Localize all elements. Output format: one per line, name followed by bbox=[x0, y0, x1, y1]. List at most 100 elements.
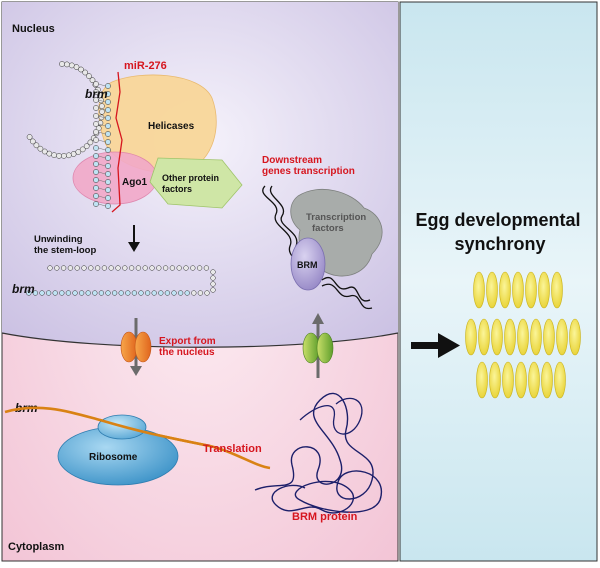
mirna-strand bbox=[111, 71, 123, 213]
rna-base bbox=[105, 115, 111, 121]
rna-base bbox=[92, 290, 98, 296]
other-factors-blob bbox=[149, 157, 243, 209]
rna-base bbox=[203, 265, 210, 271]
egg bbox=[512, 271, 524, 309]
rna-base bbox=[67, 265, 74, 271]
rna-base bbox=[93, 145, 99, 151]
egg bbox=[473, 271, 485, 309]
rna-base bbox=[93, 121, 99, 127]
base-pair bbox=[98, 179, 106, 183]
rna-base bbox=[93, 177, 99, 183]
rna-base bbox=[196, 265, 203, 271]
rna-base bbox=[151, 290, 157, 296]
rna-base bbox=[93, 161, 99, 167]
rna-base bbox=[156, 265, 162, 271]
rna-base bbox=[41, 148, 48, 155]
rna-base bbox=[99, 108, 105, 115]
rna-base bbox=[128, 265, 135, 271]
tf-label-1: Transcription bbox=[306, 212, 366, 223]
egg bbox=[569, 318, 581, 356]
mir-276-label: miR-276 bbox=[124, 60, 167, 72]
rna-base bbox=[93, 193, 99, 199]
rna-base bbox=[75, 149, 82, 155]
rna-base bbox=[64, 61, 70, 68]
outcome-title-line2: synchrony bbox=[454, 234, 545, 254]
rna-base bbox=[93, 153, 99, 159]
brm-linear-label: brm bbox=[12, 282, 35, 296]
brm-hairpin-label: brm bbox=[85, 87, 108, 101]
egg bbox=[554, 361, 566, 399]
rna-base bbox=[210, 269, 216, 275]
rna-base bbox=[88, 265, 94, 271]
rna-base bbox=[99, 103, 105, 109]
rna-base bbox=[105, 203, 111, 209]
helicases-label: Helicases bbox=[148, 121, 195, 132]
rna-base bbox=[65, 152, 72, 159]
rna-base bbox=[93, 129, 99, 135]
rna-base bbox=[169, 265, 176, 271]
unwinding-arrowhead bbox=[128, 242, 140, 252]
outcome-title-line1: Egg developmental bbox=[415, 210, 580, 230]
rna-base bbox=[93, 201, 99, 207]
rna-base bbox=[210, 287, 216, 293]
rna-base bbox=[105, 179, 111, 185]
egg bbox=[528, 361, 540, 399]
rna-base bbox=[162, 265, 169, 271]
rna-base bbox=[164, 290, 171, 296]
rna-base bbox=[142, 265, 148, 271]
cytoplasm-label: Cytoplasm bbox=[8, 541, 64, 553]
rna-base bbox=[51, 152, 57, 158]
rna-base bbox=[101, 265, 108, 271]
rna-base bbox=[105, 171, 111, 177]
tf-label-2: factors bbox=[312, 223, 344, 234]
rna-base bbox=[33, 142, 40, 149]
base-pair bbox=[98, 187, 106, 191]
rna-base bbox=[82, 69, 89, 76]
rna-base bbox=[105, 147, 111, 153]
rna-base bbox=[183, 265, 189, 271]
rna-base bbox=[72, 290, 78, 296]
rna-base bbox=[86, 73, 92, 79]
translation-label: Translation bbox=[203, 443, 262, 455]
rna-base bbox=[105, 187, 111, 193]
egg bbox=[491, 318, 503, 356]
brm-linear-rna bbox=[26, 265, 216, 296]
rna-base bbox=[89, 77, 96, 84]
egg bbox=[465, 318, 477, 356]
rna-base bbox=[45, 290, 52, 296]
rna-base bbox=[210, 281, 216, 287]
rna-base bbox=[122, 265, 128, 271]
egg bbox=[489, 361, 501, 399]
rna-base bbox=[93, 113, 99, 119]
rna-base bbox=[177, 290, 184, 296]
rna-base bbox=[59, 61, 65, 67]
egg bbox=[538, 271, 550, 309]
rna-base bbox=[37, 145, 44, 152]
import-pore bbox=[302, 313, 334, 378]
nuclear-envelope bbox=[1, 332, 399, 348]
rna-base bbox=[59, 290, 65, 296]
brm-nuclear-label: BRM bbox=[297, 260, 318, 270]
rna-base bbox=[79, 146, 86, 153]
base-pair bbox=[98, 147, 106, 151]
rna-base bbox=[70, 151, 77, 157]
egg bbox=[499, 271, 511, 309]
base-pair bbox=[98, 171, 106, 175]
mrna-over-ribosome bbox=[99, 418, 211, 448]
rna-base bbox=[115, 265, 121, 271]
rna-base bbox=[78, 66, 84, 73]
brm-stem-loop bbox=[26, 61, 123, 213]
rna-base bbox=[81, 265, 87, 271]
rna-base bbox=[197, 290, 204, 296]
egg bbox=[486, 271, 498, 309]
rna-base bbox=[60, 265, 67, 271]
rna-base bbox=[56, 153, 62, 159]
rna-base bbox=[135, 265, 142, 271]
rna-base bbox=[105, 139, 111, 145]
rna-base bbox=[93, 105, 99, 111]
rna-base bbox=[83, 143, 90, 150]
rna-base bbox=[210, 275, 216, 281]
rna-base bbox=[191, 290, 197, 296]
unwinding-label-1: Unwinding bbox=[34, 234, 83, 245]
base-pair bbox=[98, 195, 106, 199]
